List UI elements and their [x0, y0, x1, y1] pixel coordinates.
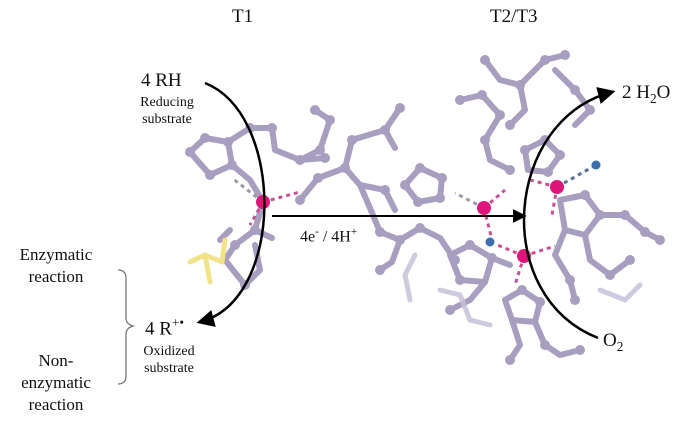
enzymatic-line2: reaction — [28, 267, 84, 286]
substrate-oxidation-arrow — [196, 81, 266, 327]
oxidized-substrate-formula: 4 R+• — [145, 315, 184, 340]
t2-copper-ion — [477, 201, 491, 215]
oxidized-substrate-line1: Oxidized — [143, 344, 195, 359]
non-enzymatic-reaction-label: Non- enzymatic reaction — [0, 350, 112, 416]
electron-charge: - — [315, 226, 319, 238]
water-subscript: 2 — [649, 90, 657, 106]
enzymatic-line1: Enzymatic — [19, 245, 93, 264]
water-product-label: 2 H2O — [622, 82, 670, 107]
radical-cation-superscript: +• — [171, 315, 185, 330]
aromatic-fragment — [187, 237, 228, 285]
oxygen-symbol: O — [603, 330, 617, 351]
t1-copper-ion — [256, 195, 270, 209]
electron-count: 4e — [300, 228, 316, 246]
electron-proton-transfer-label: 4e- / 4H+ — [300, 226, 357, 246]
enzymatic-reaction-label: Enzymatic reaction — [0, 244, 112, 288]
oxidized-substrate-label: Oxidized substrate — [132, 343, 206, 377]
coordination-bonds — [231, 163, 597, 286]
oxygen-subscript: 2 — [616, 338, 624, 354]
t3b-copper-ion — [550, 180, 564, 194]
reaction-type-bracket — [117, 269, 136, 385]
proton-charge: + — [350, 226, 358, 238]
reducing-substrate-formula: 4 RH — [141, 70, 182, 91]
oxygen-reactant-label: O2 — [603, 330, 623, 355]
t1-site-label: T1 — [232, 6, 254, 27]
oxidized-substrate-symbol: 4 R — [145, 318, 172, 340]
reducing-substrate-label: Reducing substrate — [130, 94, 204, 128]
water-suffix: O — [656, 82, 671, 103]
reducing-substrate-line1: Reducing — [140, 95, 194, 110]
oxidized-substrate-line2: substrate — [144, 361, 194, 376]
water-oxygen-atom — [591, 160, 601, 170]
proton-count: / 4H — [318, 228, 351, 246]
non-enzymatic-line3: reaction — [28, 395, 84, 414]
non-enzymatic-line1: Non- — [38, 351, 74, 370]
water-prefix: 2 H — [622, 82, 650, 103]
residue-atoms — [185, 50, 665, 365]
non-enzymatic-line2: enzymatic — [21, 373, 91, 392]
t2t3-site-label: T2/T3 — [490, 6, 538, 27]
hydroxide-oxygen-atom — [485, 237, 495, 247]
reducing-substrate-line2: substrate — [142, 112, 192, 127]
